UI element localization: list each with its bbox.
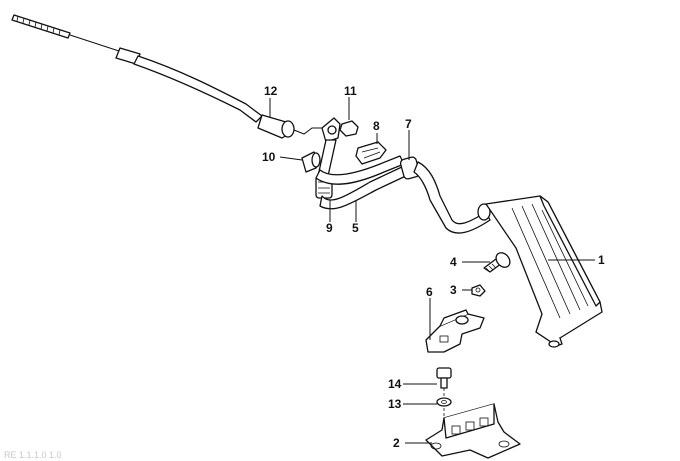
floor-bracket	[425, 403, 521, 459]
stop-screw	[483, 252, 511, 273]
callout-9: 9	[326, 221, 333, 235]
callout-10: 10	[262, 150, 276, 164]
pedal-linkage	[315, 117, 491, 234]
callout-13: 13	[388, 397, 402, 411]
callout-3: 3	[450, 283, 457, 297]
spring-clip	[355, 141, 387, 165]
callout-labels: 12 11 8 7 10 9 5 1 4 3 6 14 13 2	[262, 84, 605, 450]
pedal-stop-bracket	[425, 309, 485, 353]
throttle-cable	[11, 14, 322, 139]
callout-11: 11	[344, 84, 357, 98]
callout-14: 14	[388, 377, 402, 391]
pedal-body	[485, 195, 603, 348]
callout-4: 4	[450, 255, 457, 269]
leader-lines	[269, 97, 595, 444]
callout-12: 12	[264, 84, 278, 98]
washer	[436, 397, 452, 407]
callout-5: 5	[352, 221, 359, 235]
callout-7: 7	[405, 117, 412, 131]
mounting-bolt	[436, 367, 452, 389]
pivot-pin	[301, 151, 321, 173]
callout-2: 2	[393, 436, 400, 450]
callout-6: 6	[426, 285, 433, 299]
lock-nut	[471, 284, 486, 297]
callout-8: 8	[373, 119, 380, 133]
callout-1: 1	[598, 253, 605, 267]
watermark: RE 1.1.1.0 1.0	[4, 450, 62, 460]
